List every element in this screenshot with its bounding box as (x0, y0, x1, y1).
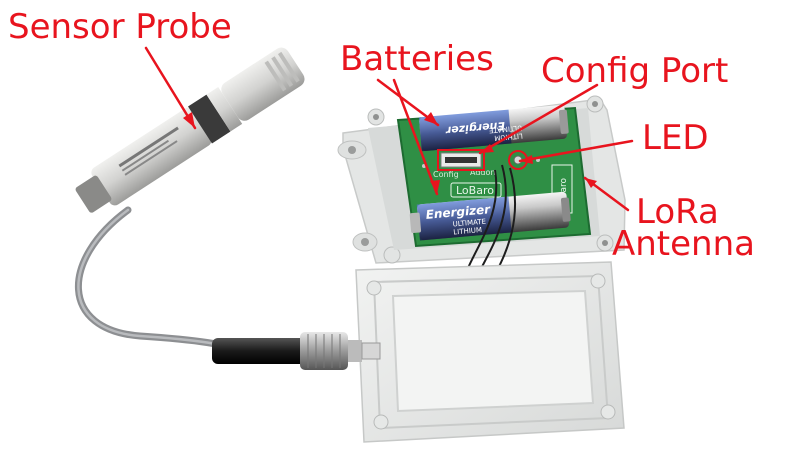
config-port-highlight (437, 149, 485, 171)
callout-arrows (144, 46, 634, 212)
label-led: LED (642, 118, 709, 158)
label-batteries: Batteries (340, 39, 494, 79)
battery-bottom-line2: LITHIUM (453, 226, 482, 236)
probe-cable (75, 206, 236, 354)
sensor-probe (75, 47, 305, 213)
label-sensor-probe: Sensor Probe (8, 7, 232, 47)
battery-bottom: Energizer ULTIMATE LITHIUM (409, 191, 571, 241)
arrow-batteries-bottom (392, 78, 439, 196)
enclosure-lid (355, 261, 625, 443)
pcb-brand-print: LoBaro (456, 184, 494, 197)
pcb-config-print: Config (433, 170, 459, 179)
arrow-sensor-probe (144, 46, 197, 130)
battery-top-brand: Energizer (445, 119, 506, 137)
label-antenna: Antenna (612, 224, 755, 264)
label-config-port: Config Port (541, 51, 729, 91)
led-highlight-ring (508, 150, 528, 170)
battery-bottom-brand: Energizer (425, 202, 492, 222)
battery-bottom-line1: ULTIMATE (452, 218, 486, 229)
label-lora: LoRa (636, 192, 719, 232)
cable-connector (212, 332, 381, 370)
battery-top: Energizer ULTIMATE LITHIUM (418, 105, 569, 152)
arrow-led (518, 139, 634, 163)
arrow-config-port (478, 83, 599, 155)
pcb-addon-print: Addon (470, 168, 495, 177)
battery-top-line1: ULTIMATE (489, 123, 523, 134)
